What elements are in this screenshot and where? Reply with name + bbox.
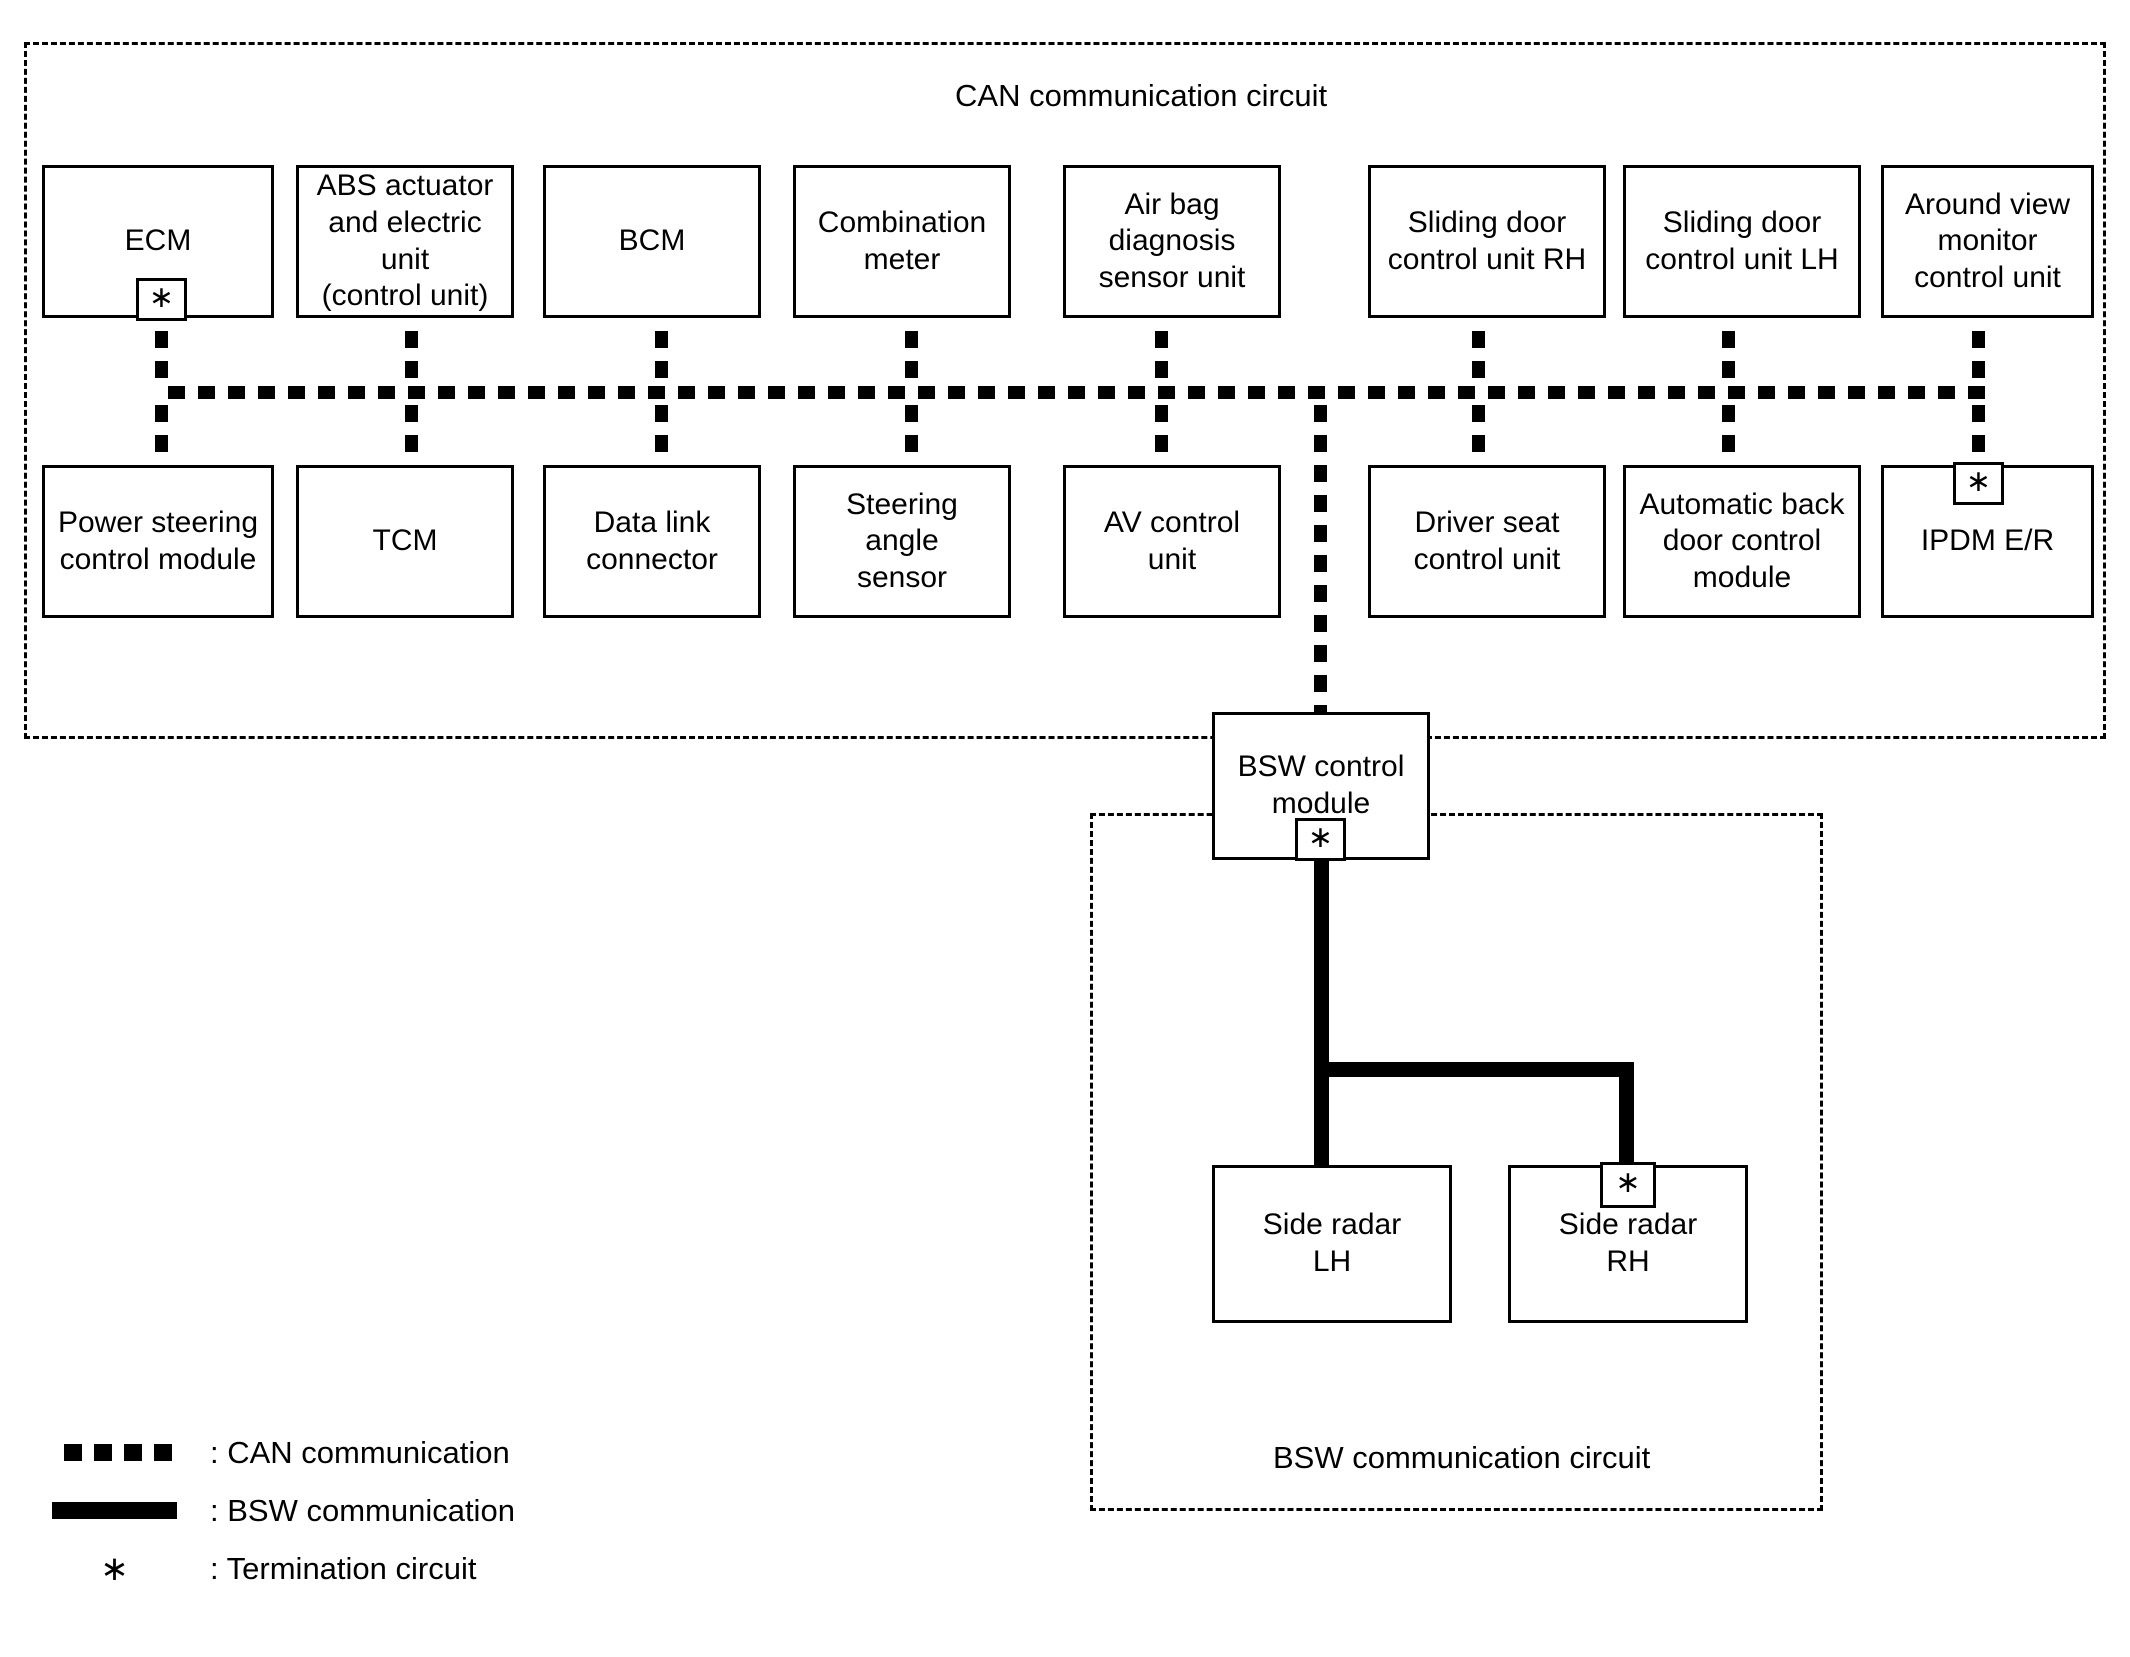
can-stub-air-bag-sensor [1155,318,1168,398]
bsw-node-side-radar-lh[interactable]: Side radar LH [1212,1165,1452,1323]
can-node-bcm[interactable]: BCM [543,165,761,318]
legend-item-bsw-communication-label: : BSW communication [210,1492,515,1528]
can-node-av-control-unit-label: AV control unit [1103,505,1241,576]
can-node-av-control-unit[interactable]: AV control unit [1063,465,1281,618]
termination-badge-ipdm-er: ∗ [1953,462,2004,505]
can-stub-ecm [155,318,168,398]
can-main-bus [155,386,1985,399]
can-stub-steering-angle-sensor [905,392,918,467]
bsw-node-side-radar-rh-label: Side radar RH [1558,1208,1698,1278]
can-node-abs-actuator[interactable]: ABS actuator and electric unit (control … [296,165,514,318]
can-stub-bcm [655,318,668,398]
can-stub-sliding-door-lh [1722,318,1735,398]
can-node-combination-meter[interactable]: Combination meter [793,165,1011,318]
termination-asterisk: ∗ [1965,464,1992,498]
bsw-communication-circuit-label: BSW communication circuit [1273,1440,1651,1475]
can-stub-av-control-unit [1155,392,1168,467]
can-node-driver-seat-control-unit-label: Driver seat control unit [1413,505,1561,576]
can-node-sliding-door-lh[interactable]: Sliding door control unit LH [1623,165,1861,318]
can-communication-circuit-label: CAN communication circuit [955,78,1328,113]
can-stub-automatic-back-door [1722,392,1735,467]
asterisk-icon: ∗ [100,1549,129,1588]
can-stub-around-view-monitor [1972,318,1985,398]
can-node-steering-angle-sensor[interactable]: Steering angle sensor [793,465,1011,618]
can-node-automatic-back-door-control-module[interactable]: Automatic back door control module [1623,465,1861,618]
can-node-air-bag-sensor[interactable]: Air bag diagnosis sensor unit [1063,165,1281,318]
bsw-solid-bar-icon [52,1502,177,1519]
can-stub-abs-actuator [405,318,418,398]
can-node-steering-angle-sensor-label: Steering angle sensor [846,487,958,594]
termination-asterisk: ∗ [148,280,175,314]
bsw-communication-circuit-boundary [1090,813,1823,1511]
legend-item-can-communication: : CAN communication [52,1425,652,1480]
termination-badge-bsw-control-module: ∗ [1295,818,1346,861]
can-stub-power-steering [155,392,168,467]
can-node-bcm-label: BCM [618,224,686,258]
can-node-abs-actuator-label: ABS actuator and electric unit (control … [316,169,494,313]
can-node-ecm-label: ECM [124,224,192,258]
can-node-tcm[interactable]: TCM [296,465,514,618]
bsw-trunk-line [1314,858,1329,1075]
legend-item-can-communication-label: : CAN communication [210,1434,510,1470]
can-node-data-link-connector-label: Data link connector [586,505,718,576]
termination-asterisk: ∗ [1307,820,1334,854]
termination-asterisk: ∗ [1615,1166,1641,1199]
can-node-sliding-door-rh-label: Sliding door control unit RH [1387,205,1587,276]
legend-item-termination-circuit: ∗ : Termination circuit [52,1541,652,1596]
can-node-air-bag-sensor-label: Air bag diagnosis sensor unit [1098,187,1246,294]
bsw-branch-line [1314,1062,1634,1077]
legend: : CAN communication : BSW communication … [52,1425,652,1599]
termination-circuit-swatch: ∗ [52,1552,177,1586]
can-node-tcm-label: TCM [372,524,438,558]
termination-badge-side-radar-rh: ∗ [1600,1162,1656,1208]
can-stub-data-link-connector [655,392,668,467]
termination-badge-ecm: ∗ [136,278,187,321]
bsw-branch-line-side-radar-lh [1314,1062,1329,1172]
legend-item-termination-circuit-label: : Termination circuit [210,1550,477,1586]
can-dashed-bar-icon [52,1444,177,1461]
can-node-automatic-back-door-control-module-label: Automatic back door control module [1639,487,1845,594]
can-stub-bsw-control-module [1314,392,1327,714]
can-communication-circuit-boundary [24,42,2106,739]
can-node-data-link-connector[interactable]: Data link connector [543,465,761,618]
bsw-control-module-label: BSW control module [1237,750,1405,820]
bsw-branch-line-side-radar-rh [1619,1062,1634,1172]
can-node-combination-meter-label: Combination meter [817,205,987,276]
bsw-communication-swatch [52,1502,177,1519]
bsw-node-side-radar-lh-label: Side radar LH [1262,1208,1402,1278]
can-stub-tcm [405,392,418,467]
can-stub-ipdm-er [1972,392,1985,467]
can-node-power-steering-control-module-label: Power steering control module [57,505,259,576]
can-stub-driver-seat-control-unit [1472,392,1485,467]
can-node-power-steering-control-module[interactable]: Power steering control module [42,465,274,618]
can-stub-combination-meter [905,318,918,398]
can-stub-sliding-door-rh [1472,318,1485,398]
can-communication-swatch [52,1444,177,1461]
can-node-ipdm-er-label: IPDM E/R [1920,524,2055,558]
legend-item-bsw-communication: : BSW communication [52,1483,652,1538]
can-node-around-view-monitor[interactable]: Around view monitor control unit [1881,165,2094,318]
can-node-sliding-door-rh[interactable]: Sliding door control unit RH [1368,165,1606,318]
can-node-sliding-door-lh-label: Sliding door control unit LH [1645,205,1839,276]
can-node-around-view-monitor-label: Around view monitor control unit [1904,187,2071,294]
can-node-driver-seat-control-unit[interactable]: Driver seat control unit [1368,465,1606,618]
